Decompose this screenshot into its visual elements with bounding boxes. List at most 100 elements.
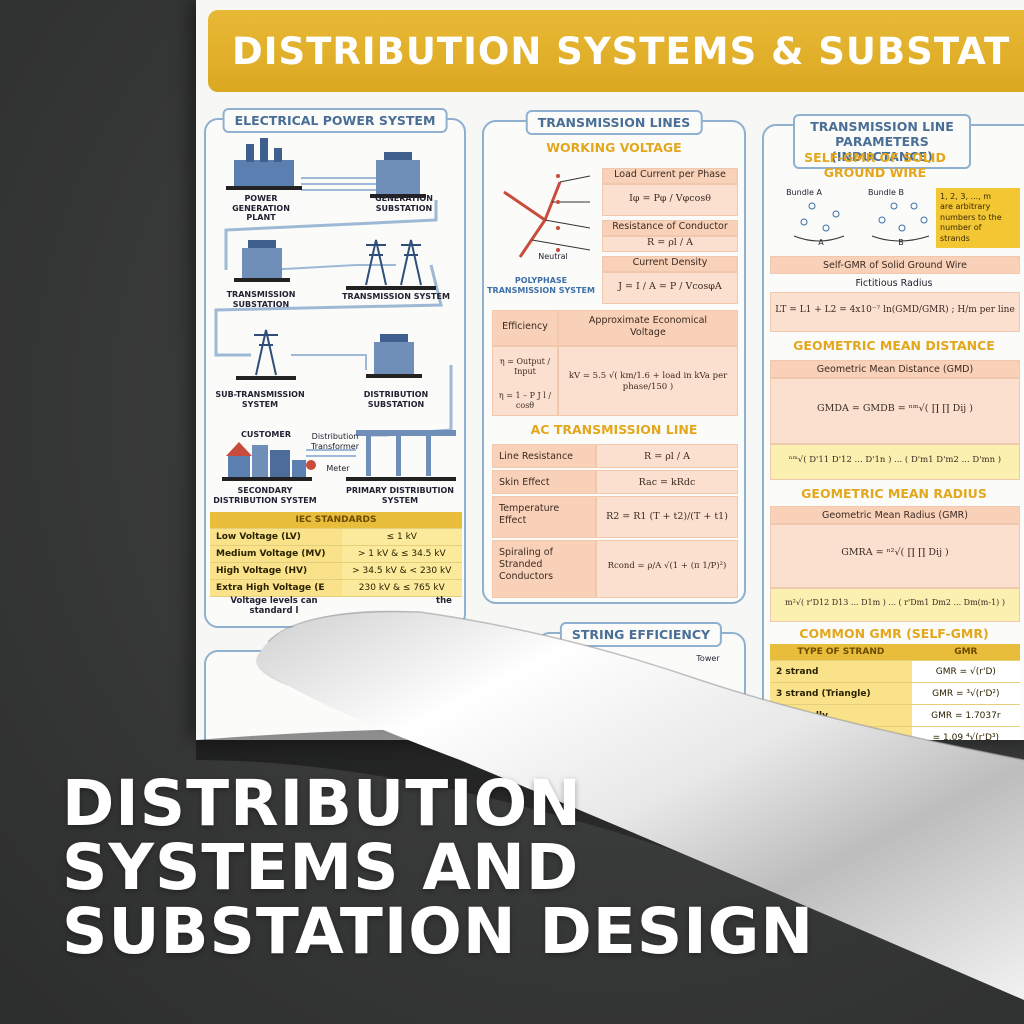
strand-type-header: TYPE OF STRAND — [770, 644, 912, 661]
headline-line-1: DISTRIBUTION — [62, 767, 582, 840]
iec-standards-table: IEC STANDARDS Low Voltage (LV)≤ 1 kV Med… — [210, 512, 462, 597]
label-a: A — [818, 238, 824, 247]
power-system-diagram — [214, 138, 456, 481]
poster-banner: DISTRIBUTION SYSTEMS & SUBSTAT — [208, 10, 1024, 92]
primary-distribution-poles-icon — [346, 430, 456, 481]
box-gmd-formula: GMDA = GMDB = ⁿᵐ√( ∏ ∏ Dij ) — [770, 378, 1020, 444]
strand-name — [770, 726, 912, 740]
box-approx-voltage: Approximate Economical Voltage — [558, 310, 738, 346]
label-neutral: Neutral — [538, 252, 568, 261]
table-row: Medium Voltage (MV)> 1 kV & ≤ 34.5 kV — [210, 545, 462, 563]
label-distribution-substation: DISTRIBUTION SUBSTATION — [363, 390, 429, 409]
strand-gmr: = 1.09 ⁴√(r'D³) — [911, 726, 1020, 740]
iec-row-value: 230 kV & ≤ 765 kV — [341, 579, 462, 597]
section-title-working-voltage: WORKING VOLTAGE — [546, 140, 682, 155]
poster: DISTRIBUTION SYSTEMS & SUBSTAT ELECTRICA… — [196, 0, 1024, 740]
lower-left-panel — [204, 650, 466, 740]
box-resistance-formula: R = ρl / A — [602, 236, 738, 252]
headline-line-3: SUBSTATION DESIGN — [62, 895, 815, 968]
box-gmr: Geometric Mean Radius (GMR) — [770, 506, 1020, 524]
box-resistance: Resistance of Conductor — [602, 220, 738, 236]
label-primary-distribution-system: PRIMARY DISTRIBUTION SYSTEM — [346, 486, 454, 505]
box-gmr-formula-2: m²√( r'D12 D13 ... D1m ) ... ( r'Dm1 Dm2… — [770, 588, 1020, 622]
string-efficiency-panel: STRING EFFICIENCY Tower — [536, 622, 746, 740]
panel-title-electrical-power-system: ELECTRICAL POWER SYSTEM — [222, 108, 448, 133]
iec-row-name: High Voltage (HV) — [210, 562, 342, 580]
section-title-self-gmr: SELF-GMR OF SOLID GROUND WIRE — [804, 150, 946, 180]
label-customer: CUSTOMER — [241, 430, 291, 439]
strand-name: (Vertically — [770, 704, 912, 727]
strand-name: 3 strand (Triangle) — [770, 682, 912, 705]
section-title-gmr: GEOMETRIC MEAN RADIUS — [801, 486, 987, 501]
polyphase-diagram — [503, 174, 590, 258]
label-meter: Meter — [326, 464, 350, 473]
label-tower: Tower — [696, 654, 720, 663]
strand-name: 2 strand — [770, 660, 912, 683]
table-row: High Voltage (HV)> 34.5 kV & < 230 kV — [210, 562, 462, 580]
iec-row-value: ≤ 1 kV — [341, 528, 462, 546]
iec-note-right: the — [436, 596, 452, 606]
transmission-line-parameters-panel: TRANSMISSION LINE PARAMETERS (INDUCTANCE… — [762, 114, 1024, 740]
label-sub-transmission-system: SUB-TRANSMISSION SYSTEM — [215, 390, 305, 409]
section-title-common-gmr: COMMON GMR (SELF-GMR) — [799, 626, 989, 641]
ac-row-name: Skin Effect — [492, 470, 596, 494]
ac-row-name: Line Resistance — [492, 444, 596, 468]
section-title-ac-transmission-line: AC TRANSMISSION LINE — [530, 422, 698, 437]
label-bundle-b: Bundle B — [868, 188, 904, 197]
strand-gmr: GMR = √(r'D) — [911, 660, 1020, 683]
box-load-current-formula: Iφ = Pφ / Vφcosθ — [602, 184, 738, 216]
panel-title-transmission-line-parameters: TRANSMISSION LINE PARAMETERS (INDUCTANCE… — [793, 114, 971, 169]
box-efficiency: Efficiency — [492, 310, 558, 346]
customer-houses-icon — [222, 442, 312, 481]
power-plant-icon — [226, 138, 302, 190]
box-current-density-formula: J = I / A = P / VcosφA — [602, 272, 738, 304]
label-fictitious-radius: Fictitious Radius — [855, 278, 933, 289]
ac-row-formula: R2 = R1 (T + t2)/(T + t1) — [596, 496, 738, 538]
bundle-diagram — [793, 202, 930, 242]
ac-row-formula: Rcond = ρ/A √(1 + (π 1/P)²) — [596, 540, 738, 598]
label-distribution-transformer: Distribution Transformer — [310, 432, 359, 451]
table-row: Low Voltage (LV)≤ 1 kV — [210, 528, 462, 546]
label-generation-substation: GENERATION SUBSTATION — [375, 194, 433, 213]
section-title-gmd: GEOMETRIC MEAN DISTANCE — [793, 338, 995, 353]
box-lt-formula: LT = L1 + L2 = 4x10⁻⁷ ln(GMD/GMR) ; H/m … — [770, 292, 1020, 332]
electrical-power-system-panel: ELECTRICAL POWER SYSTEM — [204, 108, 466, 628]
box-gmr-formula: GMRA = ⁿ²√( ∏ ∏ Dij ) — [770, 524, 1020, 588]
label-bundle-a: Bundle A — [786, 188, 822, 197]
strand-gmr: GMR = 1.7037r — [911, 704, 1020, 727]
headline: DISTRIBUTION SYSTEMS AND SUBSTATION DESI… — [62, 772, 814, 964]
box-current-density: Current Density — [602, 256, 738, 272]
box-efficiency-formulas: η = Output / Input η = 1 – P J l / cosθ — [492, 346, 558, 416]
iec-row-value: > 1 kV & ≤ 34.5 kV — [341, 545, 462, 563]
box-load-current: Load Current per Phase — [602, 168, 738, 184]
transmission-lines-panel: TRANSMISSION LINES WORKING VOLTAGE Neutr… — [482, 110, 746, 604]
iec-row-name: Extra High Voltage (E — [210, 579, 342, 597]
label-secondary-distribution-system: SECONDARY DISTRIBUTION SYSTEM — [213, 486, 317, 505]
ac-row-formula: R = ρl / A — [596, 444, 738, 468]
panel-title-transmission-lines: TRANSMISSION LINES — [525, 110, 703, 135]
label-transmission-system: TRANSMISSION SYSTEM — [342, 292, 450, 301]
kv-formula: kV = 5.5 √( km/1.6 + load in kVa per pha… — [568, 371, 728, 392]
headline-line-2: SYSTEMS AND — [62, 831, 580, 904]
meter-icon — [306, 460, 316, 470]
table-row: 3 strand (Triangle)GMR = ³√(r'D²) — [770, 682, 1020, 705]
iec-row-name: Medium Voltage (MV) — [210, 545, 342, 563]
label-polyphase-system: POLYPHASE TRANSMISSION SYSTEM — [487, 276, 595, 295]
ac-row-formula: Rac = kRdc — [596, 470, 738, 494]
box-gmd: Geometric Mean Distance (GMD) — [770, 360, 1020, 378]
box-gmd-formula-2: ⁿᵐ√( D'11 D'12 ... D'1n ) ... ( D'm1 D'm… — [770, 444, 1020, 480]
table-row: = 1.09 ⁴√(r'D³) — [770, 726, 1020, 740]
distribution-substation-icon — [366, 334, 422, 378]
iec-note: Voltage levels can standard l — [230, 596, 318, 617]
transmission-tower-icons — [254, 239, 422, 376]
box-self-gmr: Self-GMR of Solid Ground Wire — [770, 256, 1020, 274]
label-b: B — [898, 238, 904, 247]
iec-standards-title: IEC STANDARDS — [210, 512, 462, 529]
label-power-generation-plant: POWER GENERATION PLANT — [232, 194, 290, 223]
transmission-substation-icon — [234, 240, 290, 282]
strand-gmr: GMR = ³√(r'D²) — [911, 682, 1020, 705]
